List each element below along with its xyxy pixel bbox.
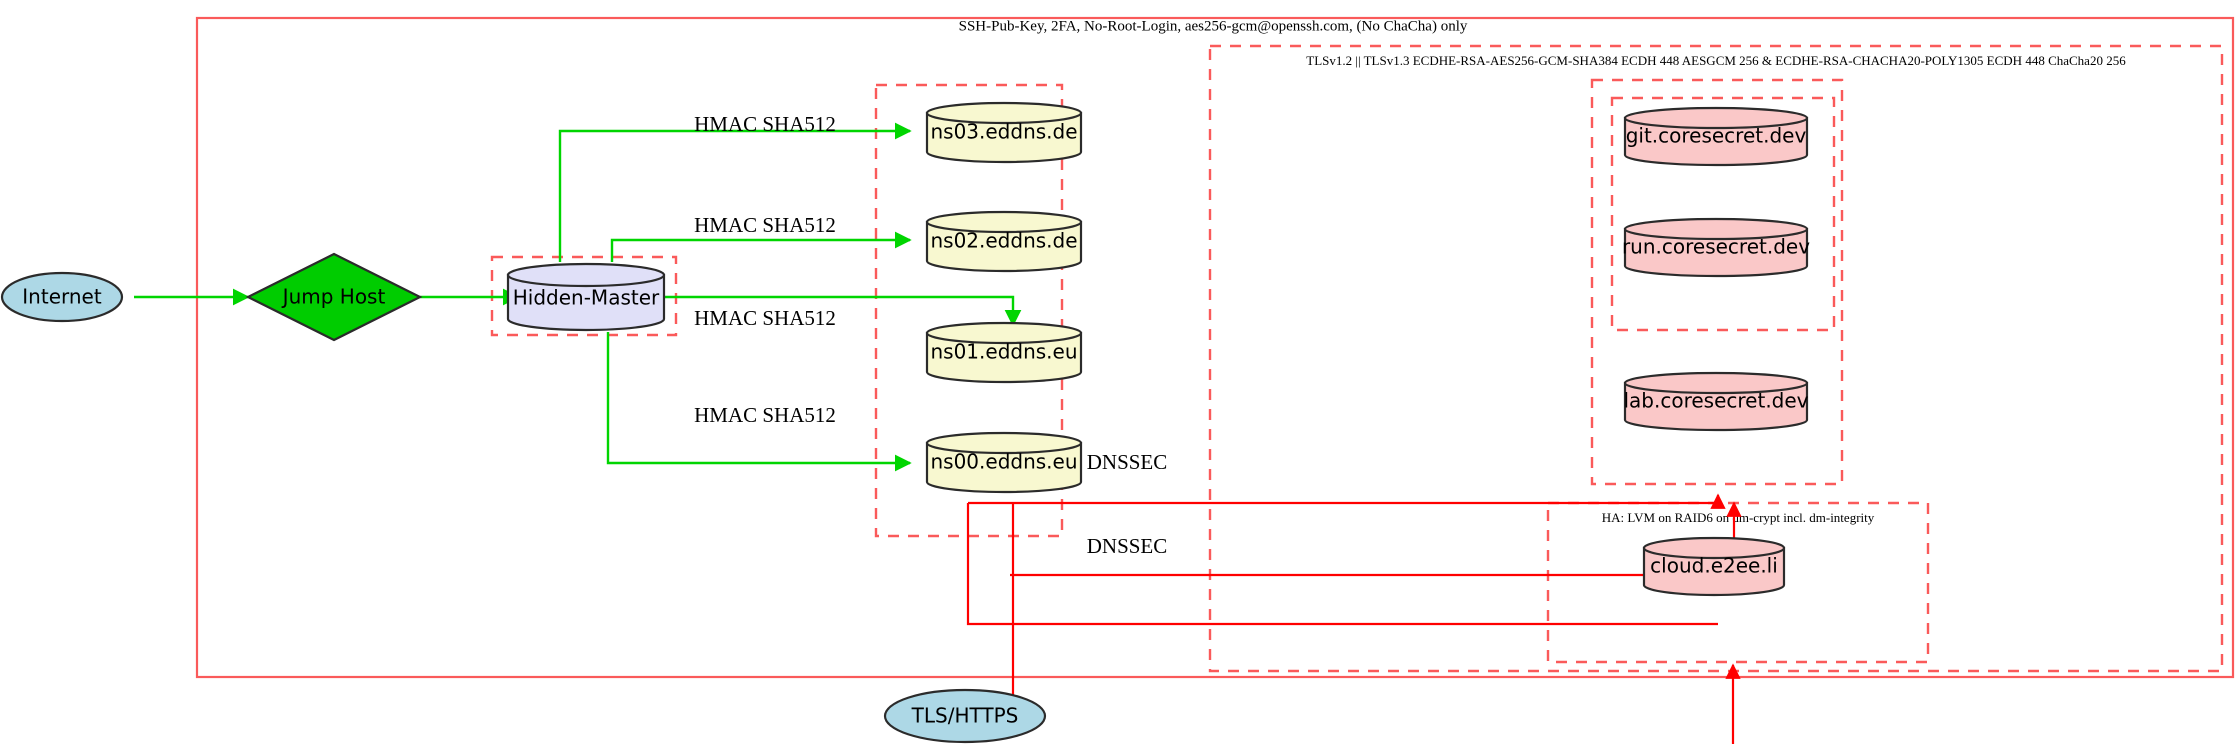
cluster-label-ha: HA: LVM on RAID6 on dm-crypt incl. dm-in… [1602, 510, 1875, 525]
node-ns03[interactable]: ns03.eddns.de [925, 101, 1083, 164]
edge-hidden-master-to-ns00 [606, 332, 912, 472]
node-run-coresecret-label: run.coresecret.dev [1622, 235, 1810, 259]
node-ns03-label: ns03.eddns.de [930, 120, 1077, 144]
node-git-coresecret-dev[interactable]: git.coresecret.dev [1623, 106, 1809, 167]
node-cloud-e2ee-li[interactable]: cloud.e2ee.li [1642, 536, 1786, 597]
edge-label-dnssec-upper: DNSSEC [1087, 450, 1168, 474]
edge-label-dnssec-lower: DNSSEC [1087, 534, 1168, 558]
node-hidden-master[interactable]: Hidden-Master [506, 262, 666, 332]
edge-label-hmac-ns03: HMAC SHA512 [694, 112, 836, 136]
cluster-tls-perimeter: TLSv1.2 || TLSv1.3 ECDHE-RSA-AES256-GCM-… [1208, 44, 2224, 673]
node-tls-https-label: TLS/HTTPS [911, 704, 1019, 728]
node-cloud-e2ee-label: cloud.e2ee.li [1650, 554, 1778, 578]
node-run-coresecret-dev[interactable]: run.coresecret.dev [1622, 217, 1810, 278]
edge-hidden-master-to-ns02 [610, 231, 912, 262]
node-ns00[interactable]: ns00.eddns.eu [925, 431, 1083, 494]
node-internet-label: Internet [22, 285, 102, 309]
cluster-label-tls: TLSv1.2 || TLSv1.3 ECDHE-RSA-AES256-GCM-… [1306, 53, 2126, 68]
edge-tls-rail-lower [966, 503, 1718, 626]
node-ns00-label: ns00.eddns.eu [930, 450, 1077, 474]
node-git-coresecret-label: git.coresecret.dev [1626, 124, 1807, 148]
edge-hidden-master-to-ns03 [558, 122, 912, 262]
edge-label-hmac-ns00: HMAC SHA512 [694, 403, 836, 427]
node-hidden-master-label: Hidden-Master [513, 286, 660, 310]
cluster-coresecret-inner-zone [1610, 96, 1836, 332]
edge-tls-https-to-ha [1725, 663, 1741, 744]
edge-dnssec-upper [968, 493, 1726, 509]
node-ns01-label: ns01.eddns.eu [930, 340, 1077, 364]
edge-label-hmac-ns01: HMAC SHA512 [694, 306, 836, 330]
node-ns02-label: ns02.eddns.de [930, 229, 1077, 253]
node-internet[interactable]: Internet [0, 271, 124, 323]
cluster-label-ssh: SSH-Pub-Key, 2FA, No-Root-Login, aes256-… [959, 18, 1468, 34]
cluster-ssh-perimeter: SSH-Pub-Key, 2FA, No-Root-Login, aes256-… [195, 16, 2235, 679]
node-lab-coresecret-label: lab.coresecret.dev [1623, 389, 1808, 413]
edge-hidden-master-to-ns01 [664, 295, 1022, 327]
node-jump-host[interactable]: Jump Host [245, 252, 423, 342]
node-ns01[interactable]: ns01.eddns.eu [925, 321, 1083, 384]
node-jump-host-label: Jump Host [281, 285, 386, 309]
cluster-coresecret-zone [1590, 78, 1844, 486]
node-lab-coresecret-dev[interactable]: lab.coresecret.dev [1623, 371, 1809, 432]
edge-label-hmac-ns02: HMAC SHA512 [694, 213, 836, 237]
node-ns02[interactable]: ns02.eddns.de [925, 210, 1083, 273]
node-tls-https[interactable]: TLS/HTTPS [883, 688, 1047, 744]
